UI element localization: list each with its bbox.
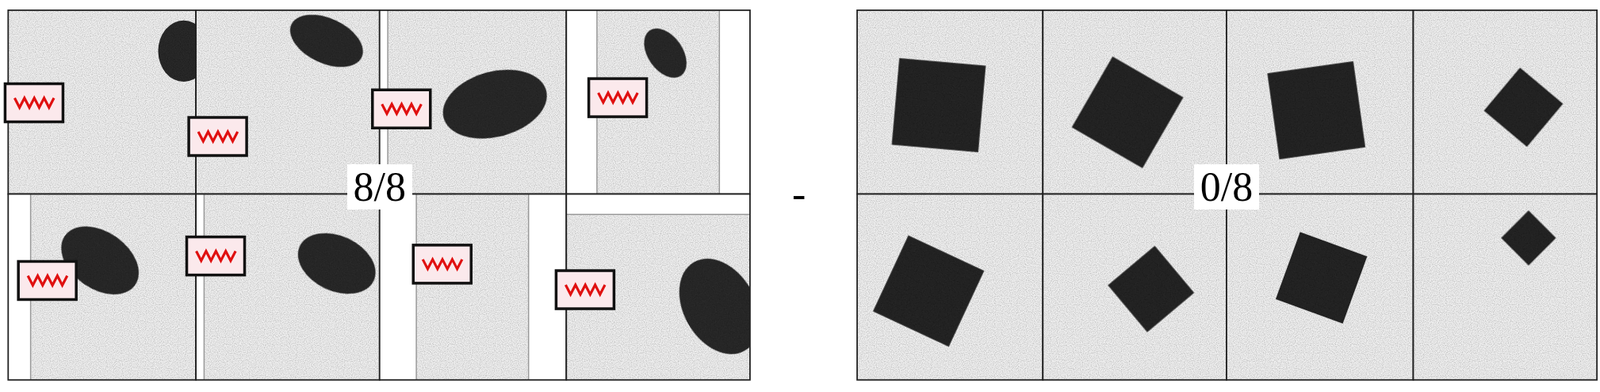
image-tile [566, 194, 751, 380]
image-tile [1412, 10, 1597, 195]
tile-border [1412, 194, 1597, 380]
tile-ground [1412, 10, 1597, 195]
dark-ellipse [287, 221, 379, 306]
patch-box [18, 260, 77, 299]
image-tile [7, 10, 196, 195]
dark-square [872, 235, 984, 347]
tile-ground [566, 10, 751, 195]
tile-ground [1226, 194, 1414, 380]
dark-square [1484, 67, 1564, 147]
image-tile [7, 194, 196, 380]
tile-ground [857, 10, 1043, 195]
dark-ellipse [435, 58, 556, 150]
image-tile [857, 194, 1043, 380]
tile-border [7, 194, 196, 380]
white-margin [719, 10, 751, 195]
zigzag-mark [382, 103, 422, 114]
white-margin [566, 194, 751, 215]
dark-ellipse [635, 20, 696, 86]
image-tile [379, 194, 567, 380]
zigzag-mark [422, 259, 463, 269]
tile-border [195, 194, 380, 380]
white-margin [195, 194, 204, 380]
dark-square [1107, 245, 1195, 333]
trigger-patch [18, 260, 77, 299]
score-label: 0/8 [1194, 164, 1260, 210]
tile-ground [7, 194, 196, 380]
tile-border [566, 10, 751, 195]
tile-border [7, 10, 196, 195]
image-edge [719, 10, 721, 195]
patch-box [589, 78, 647, 117]
image-tile [857, 10, 1043, 195]
patch-box [555, 270, 614, 309]
zigzag-mark [565, 284, 605, 295]
tile-ground [1042, 194, 1227, 380]
tile-border [1412, 10, 1597, 195]
dark-square [1071, 56, 1184, 169]
patch-box [413, 244, 471, 284]
image-tile [1412, 194, 1597, 380]
dark-ellipse [662, 244, 751, 369]
dark-square [1500, 210, 1556, 265]
zigzag-mark [196, 251, 237, 261]
white-margin [379, 194, 417, 380]
minus-sign: - [785, 171, 812, 217]
patch-box [372, 89, 431, 128]
trigger-patch [372, 89, 431, 128]
dark-square [1266, 61, 1366, 160]
score-label: 8/8 [347, 164, 413, 210]
trigger-patch [4, 84, 63, 123]
dark-square [891, 57, 987, 153]
tile-border [857, 10, 1043, 195]
trigger-patch [413, 244, 471, 284]
trigger-patch [589, 78, 647, 117]
tile-border [857, 194, 1043, 380]
tile-ground [1412, 194, 1597, 380]
image-tile [1042, 194, 1227, 380]
zigzag-mark [198, 131, 238, 142]
image-tile [195, 194, 380, 380]
patch-box [4, 84, 63, 123]
tile-border [379, 194, 567, 380]
tile-border [566, 194, 751, 380]
image-edge [528, 194, 530, 380]
trigger-patch [187, 237, 245, 276]
zigzag-mark [598, 92, 639, 103]
patch-box [187, 237, 245, 276]
image-edge [203, 194, 206, 380]
tile-ground [857, 194, 1043, 380]
dark-ellipse [157, 20, 196, 82]
trigger-patch [555, 270, 614, 309]
image-tile [566, 10, 751, 195]
dark-ellipse [282, 10, 372, 78]
dark-square [1275, 231, 1367, 323]
tile-border [1042, 194, 1227, 380]
image-edge [415, 194, 418, 380]
image-tile [1226, 194, 1414, 380]
trigger-patch [188, 117, 247, 156]
patch-box [188, 117, 247, 156]
zigzag-mark [14, 98, 54, 108]
zigzag-mark [27, 275, 68, 285]
tile-ground [379, 194, 567, 380]
tile-border [1226, 194, 1414, 380]
image-edge [566, 214, 751, 216]
